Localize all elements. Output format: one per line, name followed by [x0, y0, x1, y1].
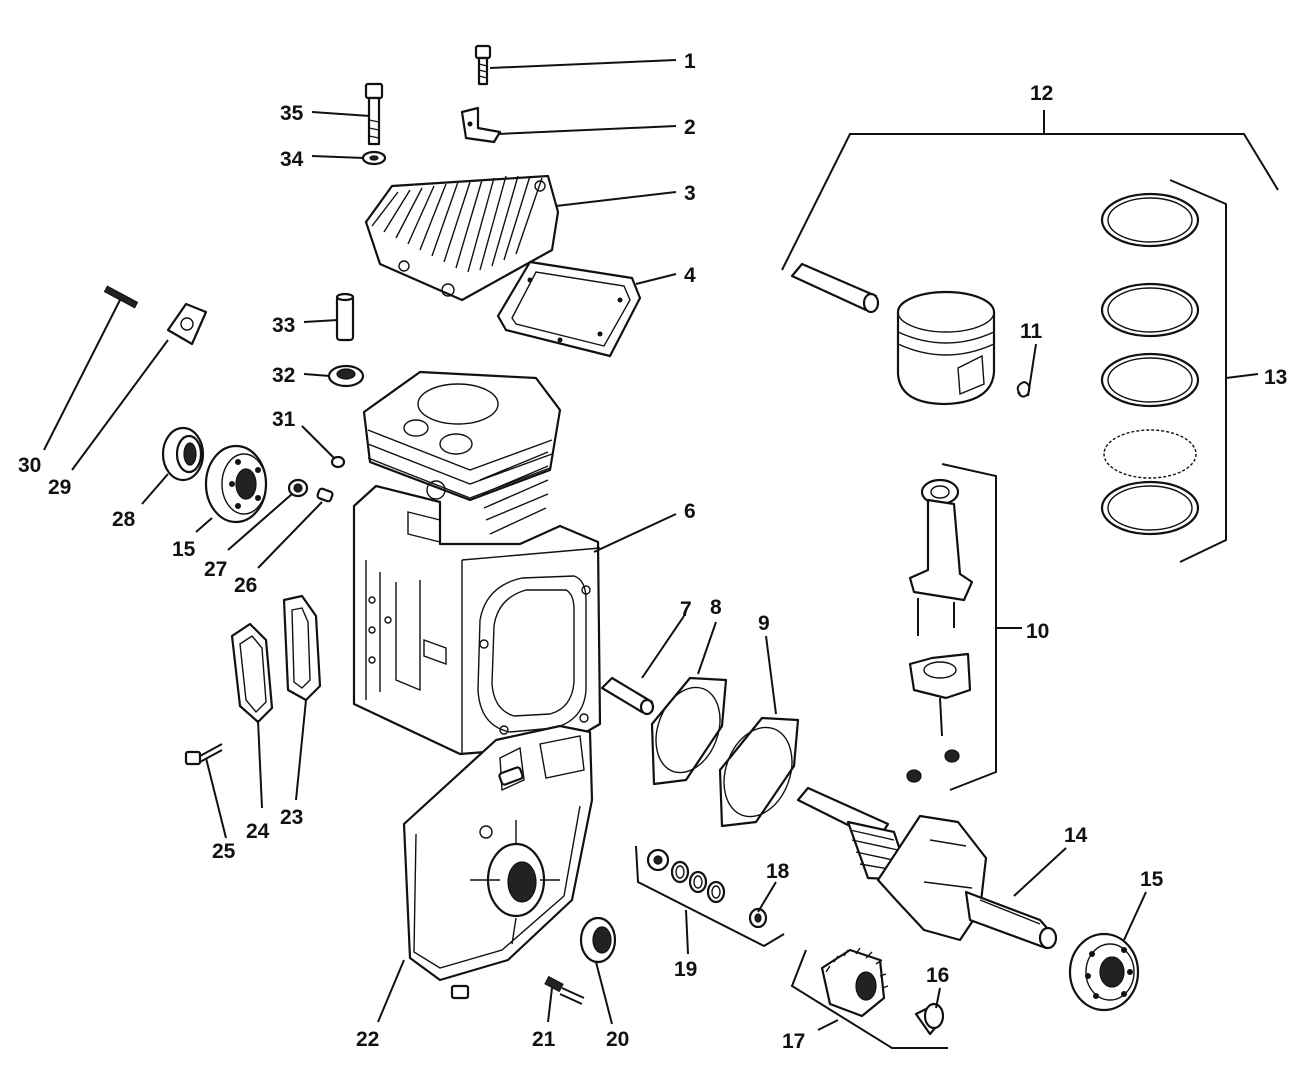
- callout-19: 19: [674, 958, 697, 981]
- part-6-crankcase: [352, 370, 602, 756]
- callout-15-bearing-left: 15: [172, 538, 196, 561]
- part-17-gear: [820, 947, 889, 1018]
- callout-25: 25: [212, 840, 236, 863]
- callout-14: 14: [1064, 824, 1088, 847]
- part-25-screw: [184, 743, 223, 766]
- callout-8: 8: [710, 596, 722, 619]
- part-26-dowel: [316, 487, 334, 503]
- callout-32: 32: [272, 364, 295, 387]
- callout-labels: 1 2 3 4 6 7 8 9 10 11 12 13 14 15 15 16 …: [18, 50, 1287, 1053]
- part-27-seal: [287, 478, 309, 498]
- callout-17: 17: [782, 1030, 805, 1053]
- part-3-cylinder-head: [364, 174, 560, 302]
- part-2-bracket: [460, 106, 502, 144]
- callout-31: 31: [272, 408, 296, 431]
- part-1-bolt: [474, 44, 492, 86]
- part-14-crankshaft: [796, 786, 1058, 950]
- callout-28: 28: [112, 508, 136, 531]
- callout-21: 21: [532, 1028, 556, 1051]
- part-15-bearing-right: [1068, 932, 1140, 1012]
- callout-6: 6: [684, 500, 696, 523]
- callout-13: 13: [1264, 366, 1287, 389]
- part-8-gasket: [650, 676, 728, 786]
- part-7-dowel: [600, 676, 655, 716]
- callout-27: 27: [204, 558, 227, 581]
- callout-3: 3: [684, 182, 696, 205]
- callout-10: 10: [1026, 620, 1049, 643]
- part-22-closure-plate: [402, 724, 594, 1000]
- callout-2: 2: [684, 116, 696, 139]
- callout-29: 29: [48, 476, 71, 499]
- callout-33: 33: [272, 314, 295, 337]
- part-23-breather-gasket: [282, 594, 322, 702]
- leader-lines: [43, 59, 1147, 1025]
- callout-20: 20: [606, 1028, 629, 1051]
- callout-24: 24: [246, 820, 270, 843]
- part-24-breather-cover: [230, 622, 274, 724]
- part-35-bolt: [364, 82, 384, 146]
- bracket-13: [1169, 179, 1259, 563]
- part-10-connecting-rod: [906, 478, 974, 783]
- part-16-sleeve: [914, 1002, 945, 1036]
- bracket-19: [635, 845, 785, 955]
- part-12-piston: [896, 290, 996, 406]
- part-12-piston-pin: [790, 262, 880, 314]
- bracket-17: [790, 949, 948, 1049]
- callout-12: 12: [1030, 82, 1053, 105]
- callout-11: 11: [1020, 320, 1043, 343]
- part-21-screw: [544, 975, 585, 1005]
- callout-1: 1: [684, 50, 696, 73]
- part-28-oil-seal: [161, 426, 205, 482]
- part-18-washer: [748, 907, 768, 929]
- callout-30: 30: [18, 454, 41, 477]
- callout-22: 22: [356, 1028, 379, 1051]
- callout-34: 34: [280, 148, 304, 171]
- callout-7: 7: [680, 598, 692, 621]
- callout-4: 4: [684, 264, 696, 287]
- callout-26: 26: [234, 574, 257, 597]
- part-31-plug: [330, 455, 346, 469]
- part-20-oil-seal: [579, 916, 617, 964]
- part-4-head-gasket: [496, 260, 642, 358]
- part-33-guide-pin: [335, 292, 355, 342]
- part-30-pin: [103, 285, 139, 309]
- part-34-washer: [361, 150, 387, 166]
- part-32-seal: [327, 364, 365, 388]
- callout-9: 9: [758, 612, 770, 635]
- callout-23: 23: [280, 806, 303, 829]
- part-13-piston-rings: [1100, 192, 1200, 536]
- callout-35: 35: [280, 102, 304, 125]
- part-9-gasket: [718, 716, 800, 828]
- part-19-shims: [646, 848, 726, 904]
- part-15-bearing-left: [204, 444, 268, 524]
- callout-15-bearing-right: 15: [1140, 868, 1164, 891]
- callout-16: 16: [926, 964, 949, 987]
- bracket-10: [941, 463, 1022, 791]
- part-29-gasket: [166, 302, 208, 346]
- bracket-12: [781, 110, 1279, 271]
- callout-18: 18: [766, 860, 790, 883]
